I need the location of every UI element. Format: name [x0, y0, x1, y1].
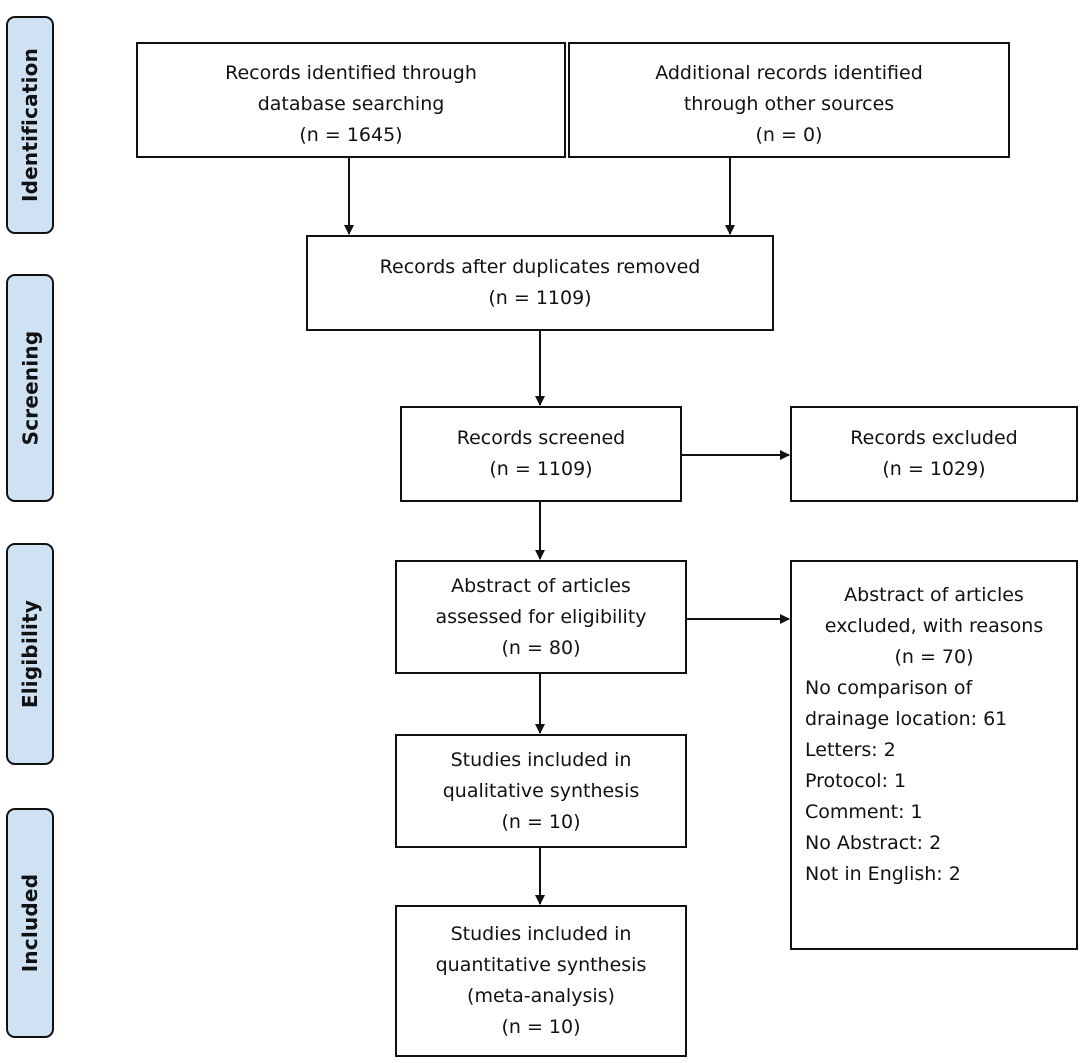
excluded-count: (n = 1029)	[882, 458, 986, 480]
box-after-duplicates: Records after duplicates removed (n = 11…	[306, 235, 774, 331]
phase-included: Included	[6, 808, 54, 1038]
after-duplicates-count: (n = 1109)	[488, 287, 592, 309]
qualitative-line2: qualitative synthesis	[442, 779, 640, 802]
box-assessed-eligibility: Abstract of articles assessed for eligib…	[395, 560, 687, 674]
box-excluded-with-reasons: Abstract of articles excluded, with reas…	[790, 560, 1078, 950]
reason-item: Letters: 2	[805, 739, 896, 761]
reason-item: No Abstract: 2	[805, 832, 942, 854]
qualitative-line1: Studies included in	[450, 748, 632, 771]
other-sources-line2: through other sources	[683, 93, 895, 115]
box-records-screened: Records screened (n = 1109)	[400, 406, 682, 502]
excluded-reasons-count: (n = 70)	[894, 646, 974, 668]
assessed-count: (n = 80)	[501, 636, 581, 659]
other-sources-count: (n = 0)	[755, 124, 823, 146]
reason-item: drainage location: 61	[805, 708, 1008, 730]
screened-count: (n = 1109)	[489, 458, 593, 480]
box-other-sources: Additional records identified through ot…	[568, 42, 1010, 158]
box-database-search: Records identified through database sear…	[136, 42, 566, 158]
box-records-excluded: Records excluded (n = 1029)	[790, 406, 1078, 502]
screened-line1: Records screened	[456, 427, 626, 449]
after-duplicates-line1: Records after duplicates removed	[379, 256, 701, 278]
reason-item: Protocol: 1	[805, 770, 907, 792]
excluded-line1: Records excluded	[850, 427, 1018, 449]
qualitative-count: (n = 10)	[501, 810, 581, 833]
exclusion-reasons-list: No comparison of drainage location: 61 L…	[792, 673, 1076, 890]
excluded-reasons-line1: Abstract of articles	[844, 584, 1024, 606]
excluded-reasons-line2: excluded, with reasons	[824, 615, 1044, 637]
phase-eligibility: Eligibility	[6, 543, 54, 765]
box-quantitative-synthesis: Studies included in quantitative synthes…	[395, 905, 687, 1057]
quantitative-line1: Studies included in	[450, 923, 632, 945]
phase-screening: Screening	[6, 274, 54, 502]
other-sources-line1: Additional records identified	[655, 62, 923, 84]
reason-item: Comment: 1	[805, 801, 923, 823]
phase-identification: Identification	[6, 16, 54, 234]
reason-item: No comparison of	[805, 677, 973, 699]
box-qualitative-synthesis: Studies included in qualitative synthesi…	[395, 734, 687, 848]
quantitative-line3: (meta-analysis)	[467, 985, 615, 1007]
assessed-line2: assessed for eligibility	[435, 605, 647, 628]
quantitative-count: (n = 10)	[501, 1016, 581, 1038]
quantitative-line2: quantitative synthesis	[435, 954, 647, 976]
database-line1: Records identified through	[225, 62, 477, 84]
reason-item: Not in English: 2	[805, 863, 961, 885]
database-line2: database searching	[257, 93, 445, 115]
assessed-line1: Abstract of articles	[451, 574, 631, 597]
database-count: (n = 1645)	[299, 124, 403, 146]
